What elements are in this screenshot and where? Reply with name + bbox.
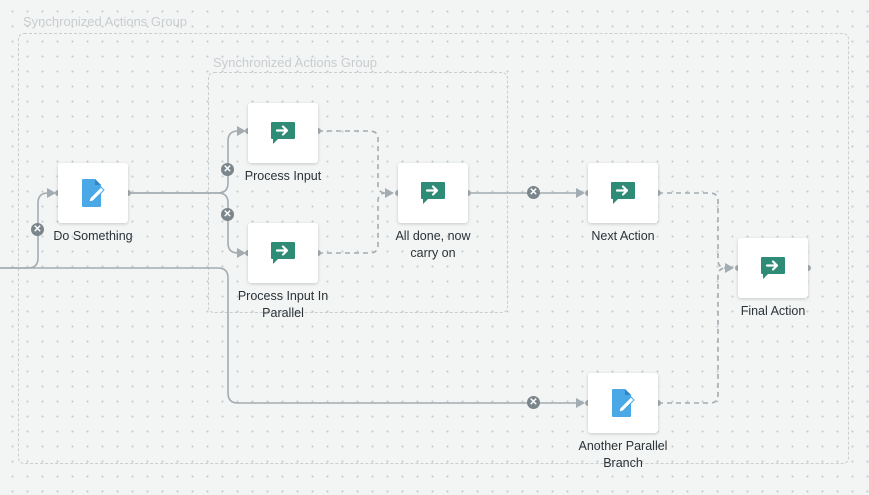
node-label-another-parallel-branch: Another Parallel Branch: [578, 439, 668, 470]
output-port[interactable]: [465, 190, 471, 196]
node-label-process-input: Process Input: [244, 169, 322, 183]
arrowhead: [385, 188, 394, 198]
wire-process-parallel-to-all-done: [318, 192, 387, 254]
output-port[interactable]: [125, 190, 131, 196]
output-port[interactable]: [655, 190, 661, 196]
output-port[interactable]: [805, 265, 811, 271]
message-arrow-icon: [271, 122, 295, 144]
edit-document-icon: [82, 179, 105, 207]
node-all-done[interactable]: [398, 163, 468, 223]
node-final-action[interactable]: [738, 238, 808, 298]
node-label-process-input-parallel: Process Input In Parallel: [237, 289, 329, 320]
outer-group-label: Synchronized Actions Group: [23, 14, 188, 29]
arrowhead: [47, 188, 56, 198]
node-label-next-action: Next Action: [591, 229, 655, 243]
outer-group: [18, 33, 849, 464]
arrowhead: [237, 248, 246, 258]
arrowhead: [725, 263, 734, 273]
inner-group-label: Synchronized Actions Group: [213, 55, 378, 70]
remove-connection-button[interactable]: ✕: [221, 163, 234, 176]
wire-do-something-to-process-input: [128, 130, 242, 194]
arrowhead: [576, 188, 585, 198]
wire-process-input-to-all-done: [318, 130, 392, 194]
wire-another-branch-to-final: [658, 267, 727, 404]
node-label-all-done: All done, now carry on: [395, 229, 471, 260]
wire-next-action-to-final: [658, 192, 732, 269]
output-port[interactable]: [655, 400, 661, 406]
node-do-something[interactable]: [58, 163, 128, 223]
arrowhead: [576, 398, 585, 408]
output-port[interactable]: [315, 250, 321, 256]
message-arrow-icon: [421, 182, 445, 204]
remove-connection-button[interactable]: ✕: [31, 223, 44, 236]
node-process-input[interactable]: [248, 103, 318, 163]
remove-connection-button[interactable]: ✕: [221, 208, 234, 221]
wire-do-something-to-process-parallel: [128, 192, 242, 254]
node-process-input-parallel[interactable]: [248, 223, 318, 283]
node-next-action[interactable]: [588, 163, 658, 223]
node-another-parallel-branch[interactable]: [588, 373, 658, 433]
arrowhead: [237, 126, 246, 136]
wire-entry-to-another-branch: [0, 267, 582, 404]
message-arrow-icon: [271, 242, 295, 264]
remove-connection-button[interactable]: ✕: [527, 396, 540, 409]
message-arrow-icon: [611, 182, 635, 204]
node-label-do-something: Do Something: [53, 229, 133, 243]
output-port[interactable]: [315, 128, 321, 134]
message-arrow-icon: [761, 257, 785, 279]
node-label-final-action: Final Action: [740, 304, 806, 318]
edit-document-icon: [612, 389, 635, 417]
remove-connection-button[interactable]: ✕: [527, 186, 540, 199]
